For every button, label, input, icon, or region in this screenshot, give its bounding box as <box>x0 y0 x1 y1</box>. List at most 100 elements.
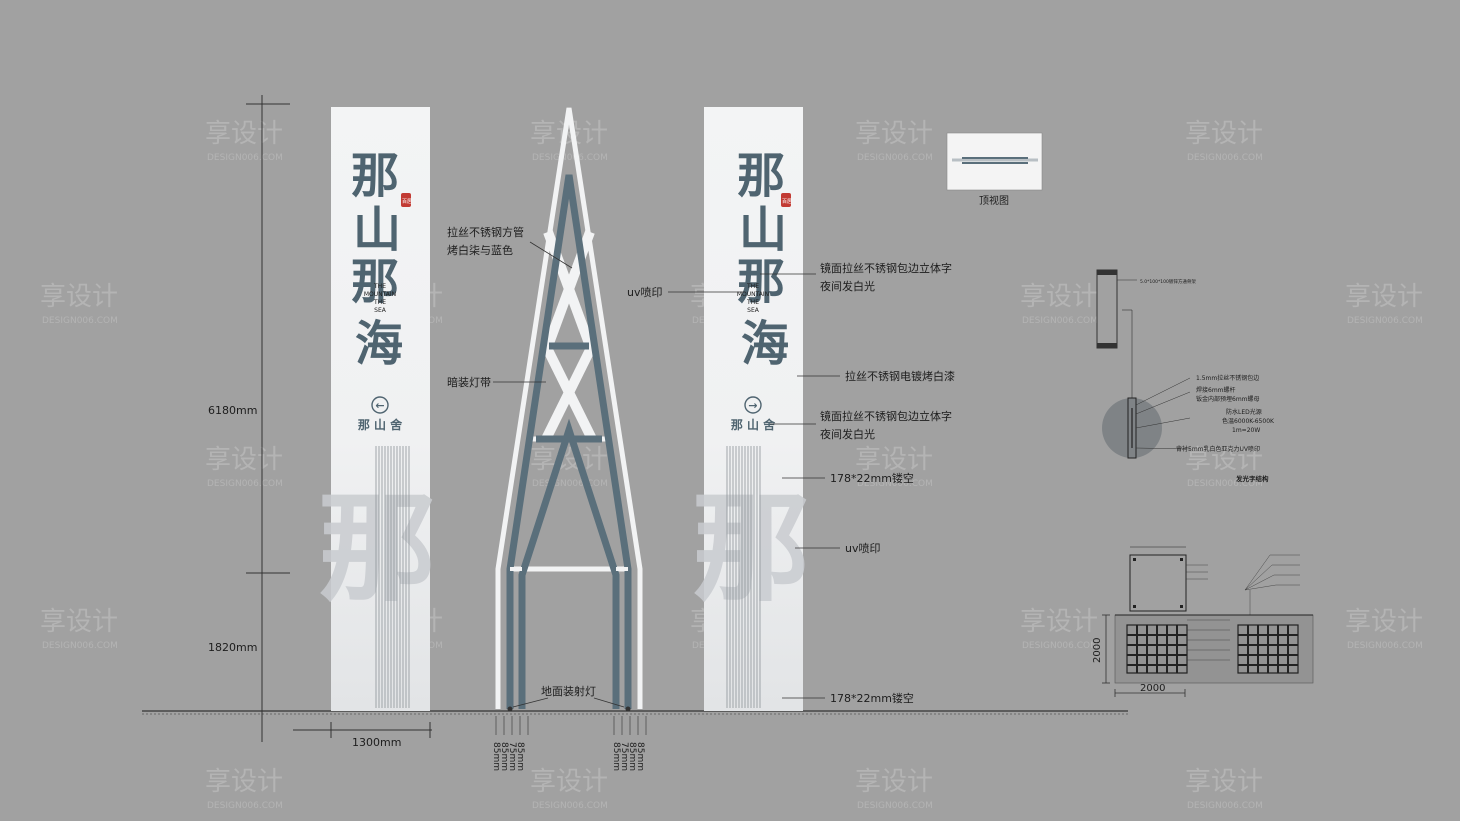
svg-text:DESIGN006.COM: DESIGN006.COM <box>207 801 283 811</box>
callout-hollow-2: 178*22mm镂空 <box>830 691 914 705</box>
callout-mirror-letters-1: 镜面拉丝不锈钢包边立体字 <box>820 261 952 275</box>
svg-text:色温6000K-6500K: 色温6000K-6500K <box>1222 417 1275 425</box>
callout-mirror-letters-2b: 夜间发白光 <box>820 427 875 441</box>
callout-mirror-letters-2: 镜面拉丝不锈钢包边立体字 <box>820 409 952 423</box>
left-sign-panel: 那 那 山 那 海 百居 THE MOUNTAIN THE SEA ← 那 山 … <box>318 107 436 711</box>
svg-text:85mm: 85mm <box>635 742 645 771</box>
svg-text:85mm: 85mm <box>515 742 525 771</box>
arrow-right-icon: → <box>748 399 757 412</box>
center-tower <box>495 107 643 712</box>
svg-text:DESIGN006.COM: DESIGN006.COM <box>42 316 118 326</box>
svg-text:DESIGN006.COM: DESIGN006.COM <box>42 641 118 651</box>
dim-total-height: 6180mm <box>208 404 257 417</box>
svg-text:享设计: 享设计 <box>1185 767 1263 797</box>
svg-text:DESIGN006.COM: DESIGN006.COM <box>207 153 283 163</box>
callout-uv-print-top: uv喷印 <box>627 286 662 299</box>
left-grooves <box>375 446 410 708</box>
watermark: 享设计 DESIGN006.COM <box>205 445 283 489</box>
svg-text:DESIGN006.COM: DESIGN006.COM <box>1187 153 1263 163</box>
foundation-width: 2000 <box>1140 683 1165 694</box>
right-title-char-4: 海 <box>741 316 789 372</box>
left-title-char-4: 海 <box>355 316 403 372</box>
svg-text:85mm: 85mm <box>491 742 501 771</box>
dim-width: 1300mm <box>352 736 401 749</box>
svg-text:发光字结构: 发光字结构 <box>1235 474 1269 483</box>
svg-text:DESIGN006.COM: DESIGN006.COM <box>532 153 608 163</box>
svg-text:DESIGN006.COM: DESIGN006.COM <box>532 801 608 811</box>
watermark: 享设计 DESIGN006.COM <box>855 767 933 811</box>
callout-mirror-letters-1b: 夜间发白光 <box>820 279 875 293</box>
watermark: 享设计 DESIGN006.COM <box>40 282 118 326</box>
left-seal-text: 百居 <box>402 199 412 205</box>
arrow-left-icon: ← <box>375 399 384 412</box>
ground-light-label: 地面装射灯 <box>541 684 596 698</box>
svg-text:享设计: 享设计 <box>1185 445 1263 475</box>
svg-text:75mm: 75mm <box>507 742 517 771</box>
svg-text:DESIGN006.COM: DESIGN006.COM <box>857 153 933 163</box>
svg-text:DESIGN006.COM: DESIGN006.COM <box>207 479 283 489</box>
left-seal <box>401 193 411 207</box>
strip-dimensions: 85mm 85mm 75mm 85mm 85mm 75mm 85mm 85mm <box>491 716 647 771</box>
svg-text:SEA: SEA <box>747 307 760 314</box>
svg-text:DESIGN006.COM: DESIGN006.COM <box>857 479 933 489</box>
hidden-light-label: 暗装灯带 <box>447 375 491 389</box>
svg-text:焊接6mm螺杆: 焊接6mm螺杆 <box>1196 386 1236 394</box>
svg-text:DESIGN006.COM: DESIGN006.COM <box>1187 479 1263 489</box>
svg-text:享设计: 享设计 <box>1020 282 1098 312</box>
frame-label-1: 拉丝不锈钢方管 <box>447 225 524 239</box>
svg-text:钣金内部预埋6mm螺母: 钣金内部预埋6mm螺母 <box>1196 395 1260 403</box>
right-title-char-3: 那 <box>737 254 785 310</box>
height-dimension: 6180mm 1820mm <box>208 95 290 742</box>
left-title-char-2: 山 <box>353 202 401 258</box>
tower-annotations: 拉丝不锈钢方管 烤白柒与蓝色 暗装灯带 地面装射灯 <box>447 225 625 708</box>
svg-text:MOUNTAIN: MOUNTAIN <box>364 291 396 298</box>
left-title-char-1: 那 <box>351 148 399 204</box>
right-grooves <box>726 446 761 708</box>
right-seal <box>781 193 791 207</box>
right-seal-text: 百居 <box>782 199 792 205</box>
top-view-label: 顶视图 <box>979 194 1009 207</box>
left-title-char-3: 那 <box>351 254 399 310</box>
svg-text:1m=20W: 1m=20W <box>1232 427 1260 434</box>
svg-text:75mm: 75mm <box>619 742 629 771</box>
svg-text:享设计: 享设计 <box>530 767 608 797</box>
letter-structure-detail: 5.0*100*100镀锌方通骨架 1.5mm拉丝不锈钢包边 焊接6mm螺杆 钣… <box>1096 269 1275 483</box>
left-place-name: 那 山 舍 <box>358 417 403 432</box>
svg-text:1.5mm拉丝不锈钢包边: 1.5mm拉丝不锈钢包边 <box>1196 374 1259 382</box>
svg-text:享设计: 享设计 <box>1345 607 1423 637</box>
svg-text:享设计: 享设计 <box>1185 119 1263 149</box>
svg-text:享设计: 享设计 <box>40 282 118 312</box>
svg-text:享设计: 享设计 <box>205 445 283 475</box>
svg-text:享设计: 享设计 <box>205 767 283 797</box>
right-title-char-2: 山 <box>739 202 787 258</box>
svg-text:DESIGN006.COM: DESIGN006.COM <box>857 801 933 811</box>
watermark: 享设计 DESIGN006.COM <box>530 767 608 811</box>
left-arrow-circle <box>371 396 389 414</box>
dim-base-height: 1820mm <box>208 641 257 654</box>
svg-text:背衬5mm乳白色亚克力UV喷印: 背衬5mm乳白色亚克力UV喷印 <box>1176 445 1260 453</box>
frame-label-2: 烤白柒与蓝色 <box>447 243 513 257</box>
svg-text:THE: THE <box>746 299 759 306</box>
callout-uv-print-bottom: uv喷印 <box>845 542 880 555</box>
foundation-height: 2000 <box>1092 638 1103 663</box>
svg-text:DESIGN006.COM: DESIGN006.COM <box>1187 801 1263 811</box>
watermark: 享设计 DESIGN006.COM <box>1185 119 1263 163</box>
svg-text:MOUNTAIN: MOUNTAIN <box>737 291 769 298</box>
svg-text:享设计: 享设计 <box>855 767 933 797</box>
svg-text:享设计: 享设计 <box>1020 607 1098 637</box>
right-title-char-1: 那 <box>737 148 785 204</box>
right-arrow-circle <box>744 396 762 414</box>
svg-text:DESIGN006.COM: DESIGN006.COM <box>532 479 608 489</box>
svg-text:85mm: 85mm <box>627 742 637 771</box>
svg-text:防水LED光源: 防水LED光源 <box>1226 408 1262 416</box>
callout-hollow-1: 178*22mm镂空 <box>830 471 914 485</box>
left-bg-character: 那 <box>318 479 436 618</box>
svg-text:SEA: SEA <box>374 307 387 314</box>
panel-callouts: uv喷印 镜面拉丝不锈钢包边立体字 夜间发白光 拉丝不锈钢电镀烤白漆 镜面拉丝不… <box>627 261 955 705</box>
